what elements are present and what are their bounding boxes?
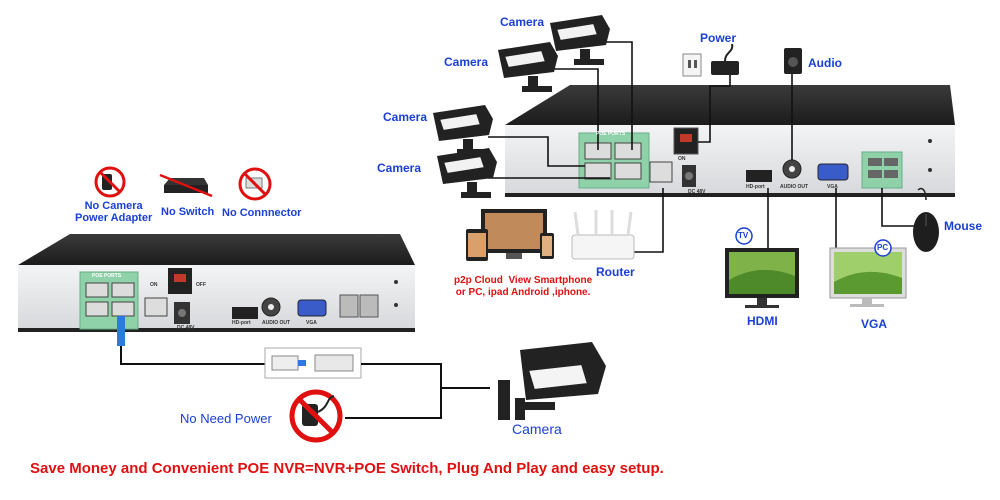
camera-icon — [497, 41, 559, 93]
camera-icon — [436, 147, 498, 199]
camera-label-4: Camera — [377, 161, 422, 175]
dc48v-label-small: DC 48V — [177, 325, 195, 331]
hdmi-port-large — [746, 170, 772, 182]
nvr-large — [505, 85, 955, 197]
no-camera-power-adapter-label: No Camera Power Adapter — [75, 200, 153, 224]
camera-label-1: Camera — [500, 15, 545, 29]
poe-port-block-large — [578, 132, 650, 189]
footer-slogan: Save Money and Convenient POE NVR=NVR+PO… — [30, 460, 664, 477]
tv-badge-label: TV — [738, 231, 749, 240]
no-switch-icon — [159, 173, 213, 198]
vga-port-small — [297, 299, 327, 317]
no-power-icon — [289, 389, 343, 443]
usb-port-small — [339, 294, 359, 318]
audio-out-label-large: AUDIO OUT — [780, 184, 809, 190]
no-adapter-icon — [94, 166, 126, 198]
pc-monitor-icon — [829, 239, 907, 307]
audio-label: Audio — [808, 56, 842, 70]
poe-port-block-small — [79, 271, 139, 330]
speaker-icon — [784, 48, 802, 74]
hd-port-label-large: HD-port — [746, 184, 765, 190]
tv-monitor-icon — [725, 227, 799, 308]
camera-main-label: Camera — [512, 421, 562, 437]
lan-port-small — [144, 297, 168, 317]
connection-lines-large — [488, 41, 914, 255]
router-icon — [571, 210, 635, 260]
hd-port-label-small: HD-port — [232, 320, 251, 326]
hdmi-label: HDMI — [747, 314, 778, 328]
vga-label-small: VGA — [306, 320, 317, 326]
pc-badge-label: PC — [877, 243, 889, 252]
poe-cable-main — [117, 316, 490, 419]
no-switch-label: No Switch — [161, 206, 215, 218]
camera-main-icon — [498, 342, 606, 420]
off-label-small: OFF — [196, 282, 206, 288]
hdmi-port-small — [232, 307, 258, 319]
vga-label-large: VGA — [827, 184, 838, 190]
router-label: Router — [596, 265, 635, 279]
nvr-small — [18, 234, 415, 332]
no-connector-label: No Connnector — [222, 207, 302, 219]
camera-label-3: Camera — [383, 110, 428, 124]
poe-ports-label-large: POE PORTS — [596, 131, 626, 137]
vga-label: VGA — [861, 317, 888, 331]
no-connector-icon — [238, 167, 272, 201]
audio-out-label-small: AUDIO OUT — [262, 320, 291, 326]
poe-ports-label-small: POE PORTS — [92, 273, 122, 279]
dc48v-label-large: DC 48V — [688, 189, 706, 195]
camera-icon — [549, 14, 611, 66]
camera-label-2: Camera — [444, 55, 489, 69]
power-adapter-icon — [682, 43, 739, 77]
power-switch-large — [673, 127, 699, 155]
vga-port-large — [817, 163, 849, 181]
p2p-devices-icon — [466, 209, 554, 261]
on-label-large: ON — [678, 156, 686, 162]
camera-icon — [432, 104, 494, 156]
p2p-cloud-label: p2p Cloud View Smartphone or PC, ipad An… — [454, 275, 593, 298]
mouse-icon — [913, 187, 939, 252]
on-label-small: ON — [150, 282, 158, 288]
no-need-power-label: No Need Power — [180, 411, 272, 426]
lan-port-large — [649, 161, 673, 183]
power-label: Power — [700, 31, 737, 45]
mouse-label: Mouse — [944, 219, 983, 233]
